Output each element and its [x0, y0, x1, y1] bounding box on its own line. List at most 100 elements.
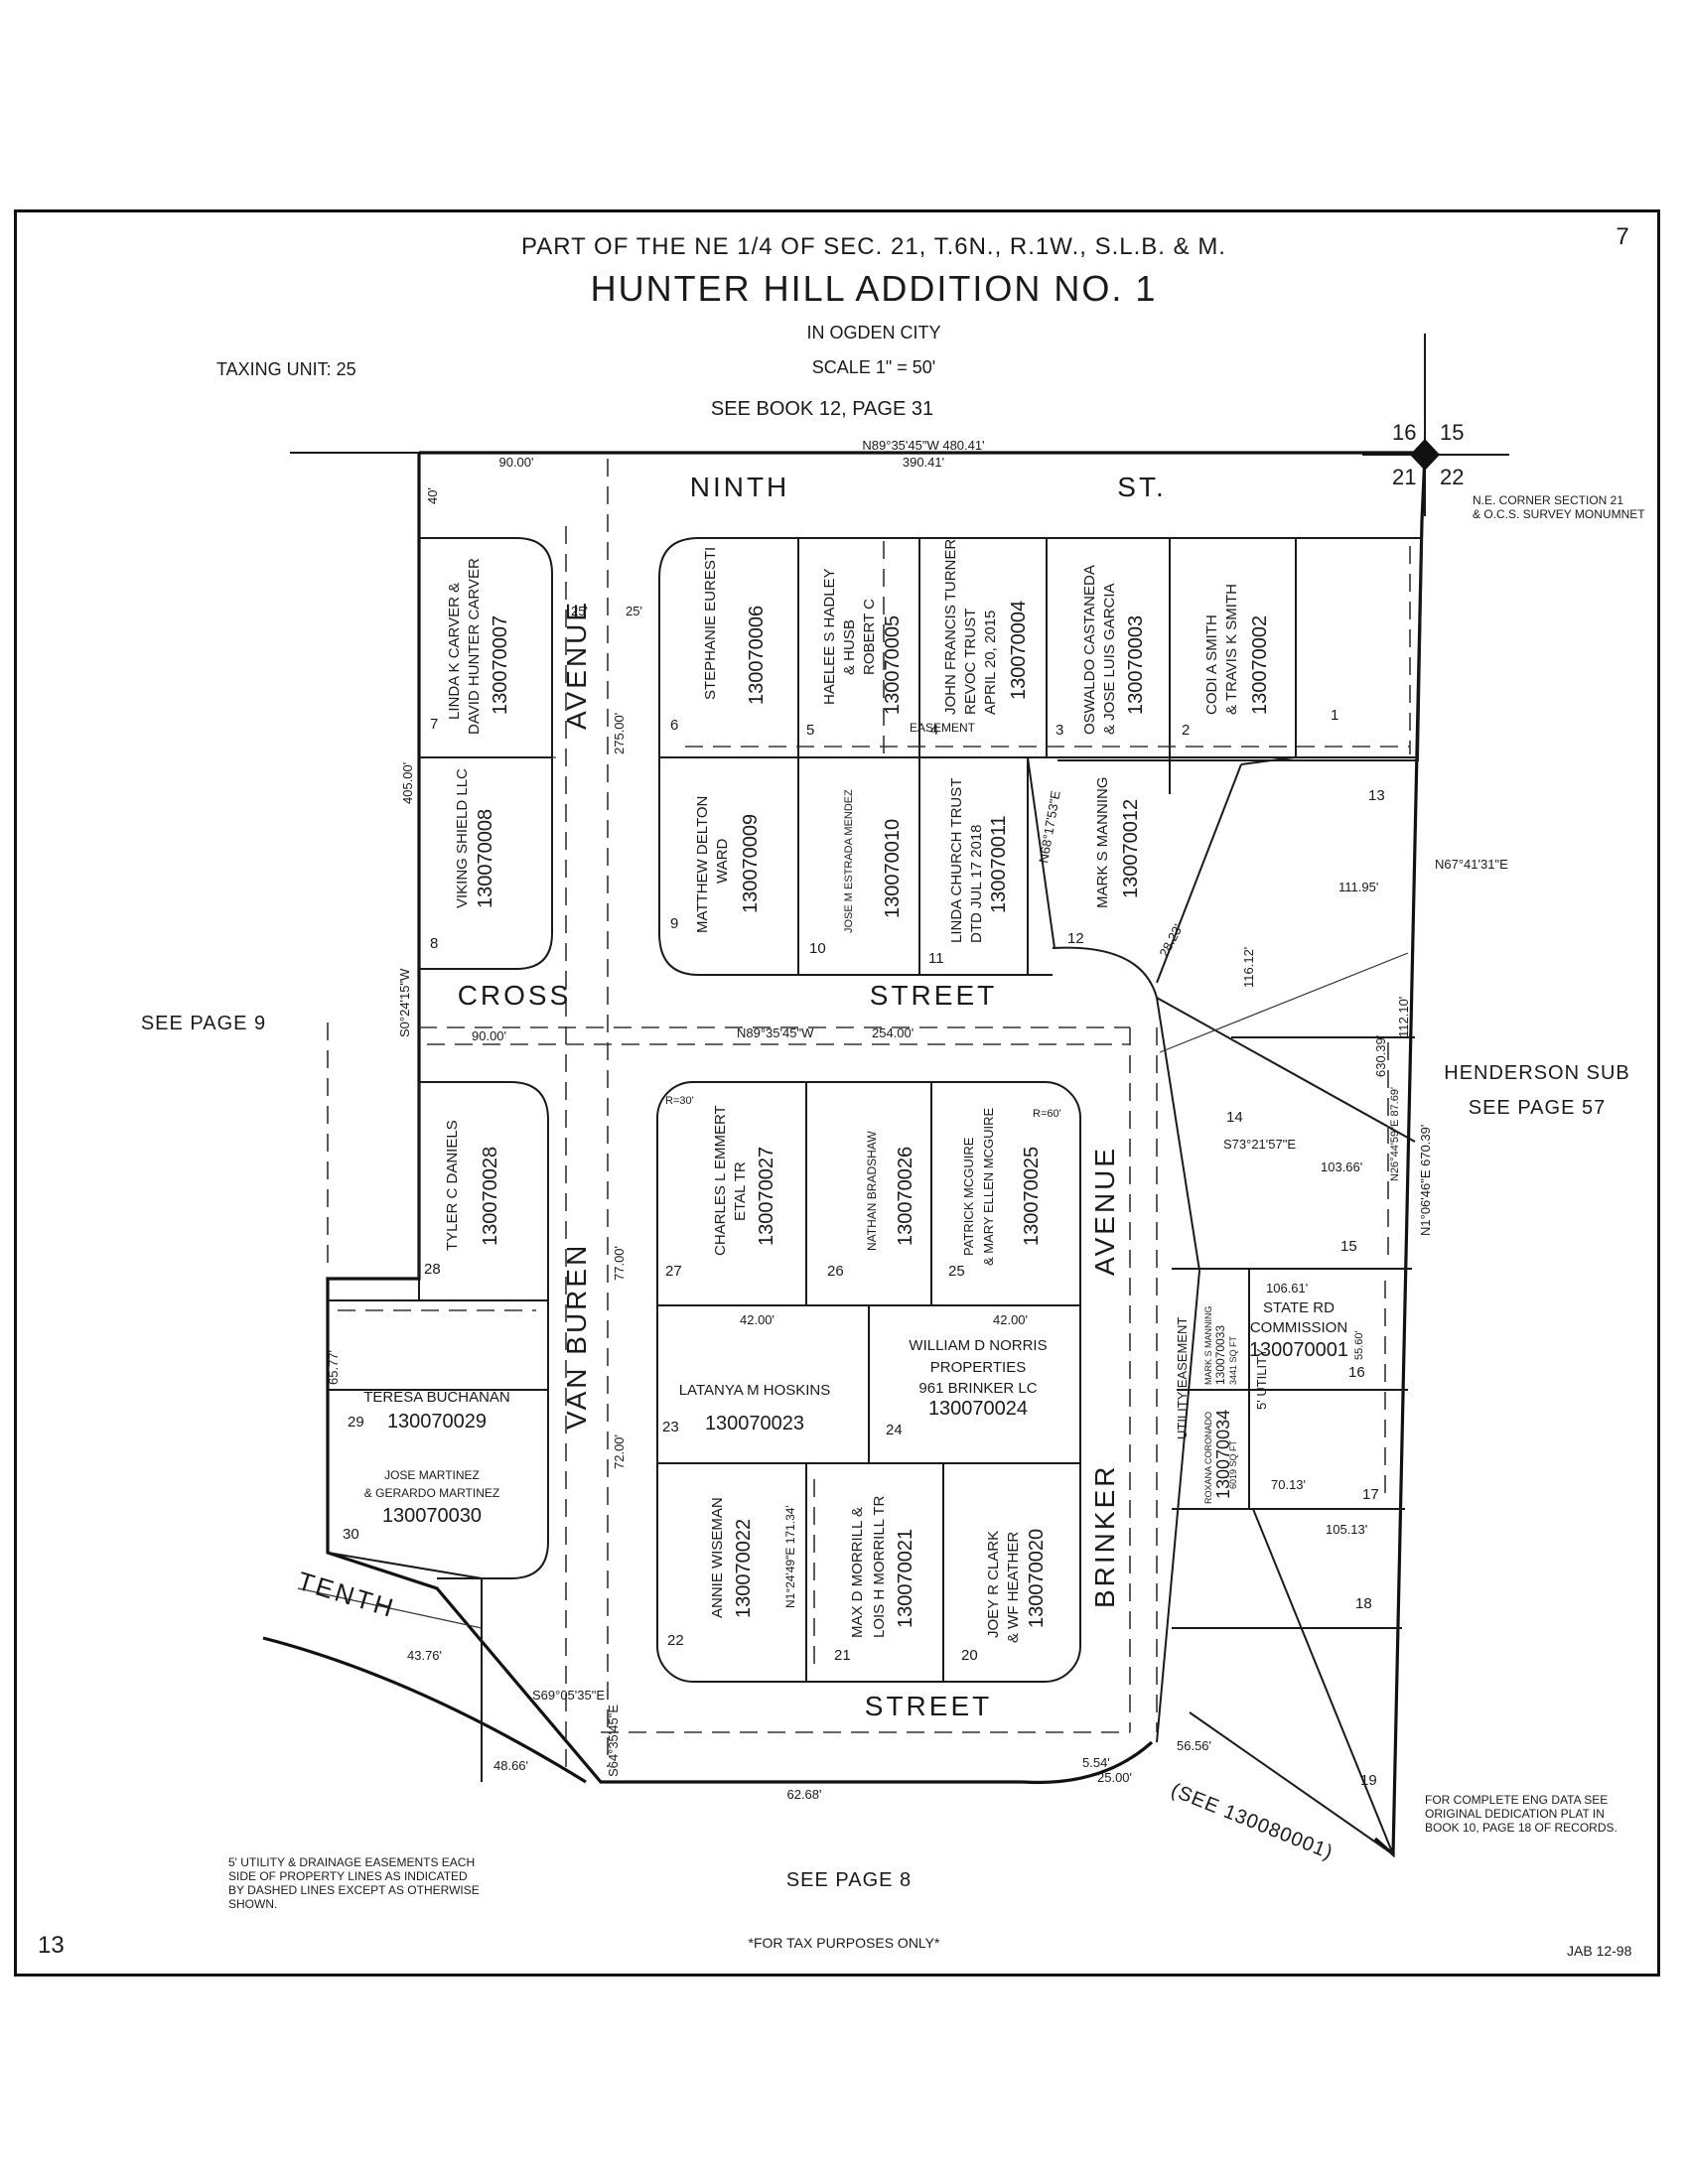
- section-16: 16: [1392, 420, 1416, 445]
- city-label: IN OGDEN CITY: [806, 323, 940, 342]
- lot-9-parcel: 130070009: [740, 814, 762, 913]
- lot-1-owner-2: & TRAVIS K SMITH: [1223, 584, 1240, 715]
- lot-25-number: 25: [948, 1263, 965, 1280]
- lot-5-parcel: 130070005: [882, 615, 904, 715]
- corner-note-1: N.E. CORNER SECTION 21: [1473, 493, 1623, 507]
- section-21: 21: [1392, 465, 1416, 489]
- plat-subtitle: PART OF THE NE 1/4 OF SEC. 21, T.6N., R.…: [521, 233, 1226, 260]
- lot-20-owner-1: JOEY R CLARK: [985, 1531, 1002, 1638]
- block-lots-28-30: [328, 1081, 549, 1579]
- lot-17-number: 17: [1362, 1486, 1379, 1503]
- lot-24-owner-2: PROPERTIES: [930, 1359, 1026, 1376]
- lot-27-number: 27: [665, 1263, 682, 1280]
- dim-25-west: 25': [571, 604, 588, 618]
- lot-24-owner-3: 961 BRINKER LC: [918, 1380, 1037, 1397]
- eng-data-note-3: BOOK 10, PAGE 18 OF RECORDS.: [1425, 1821, 1618, 1835]
- lot-11-parcel: 130070011: [988, 815, 1010, 913]
- dim-s89-bearing: 62.68': [786, 1787, 821, 1802]
- plat-title: HUNTER HILL ADDITION NO. 1: [591, 268, 1158, 309]
- dim-106-61: 106.61': [1266, 1281, 1308, 1296]
- dim-103-66: 103.66': [1321, 1160, 1362, 1174]
- dim-220-67: UTILITY EASEMENT: [1175, 1317, 1190, 1439]
- street-tenth: TENTH: [294, 1566, 399, 1623]
- street-ninth: NINTH: [690, 472, 790, 502]
- dim-n67-bearing: N67°41'31"E: [1435, 857, 1508, 872]
- lot-20-number: 20: [961, 1647, 978, 1664]
- street-avenue-brinker: AVENUE: [1089, 1146, 1120, 1276]
- lot-23-number: 23: [662, 1419, 679, 1435]
- dim-275: 275.00': [612, 713, 627, 754]
- section-22: 22: [1440, 465, 1464, 489]
- street-van-buren: VAN BUREN: [561, 1243, 592, 1430]
- lot-4-number: 4: [930, 722, 938, 739]
- dim-102-east: 42.00': [993, 1312, 1028, 1327]
- block-lots-7-8: [419, 537, 556, 970]
- lot-24-owner-1: WILLIAM D NORRIS: [909, 1337, 1047, 1354]
- dim-62-68: S69°05'35"E: [532, 1688, 605, 1703]
- dim-25-east: 25': [626, 604, 642, 618]
- lot-10-number: 10: [809, 940, 826, 957]
- dim-405: 405.00': [400, 762, 415, 804]
- dim-top-bearing: N89°35'45"W 480.41': [862, 438, 984, 453]
- street-avenue-north: AVENUE: [561, 600, 592, 730]
- lot-5-owner-1: HAELEE S HADLEY: [821, 568, 838, 705]
- lot-11-owner-1: LINDA CHURCH TRUST: [948, 778, 965, 943]
- lot-8-parcel: 130070008: [475, 809, 496, 908]
- parcel-33-owner-1: MARK S MANNING: [1203, 1305, 1213, 1385]
- dim-r20: R=30': [665, 1095, 694, 1107]
- lot-30-parcel: 130070030: [382, 1505, 482, 1527]
- lot-30-owner-1: JOSE MARTINEZ: [384, 1468, 480, 1482]
- lot-15-number: 15: [1340, 1238, 1357, 1255]
- lot-11-owner-2: DTD JUL 17 2018: [968, 824, 985, 943]
- street-cross: CROSS: [458, 980, 572, 1011]
- lot-7-number: 7: [430, 716, 438, 733]
- lot-8-number: 8: [430, 935, 438, 952]
- lot-7-parcel: 130070007: [490, 615, 511, 715]
- dim-670-39: N1°06'46"E 670.39': [1418, 1125, 1433, 1236]
- lot-18-number: 18: [1355, 1595, 1372, 1612]
- lot-21-parcel: 130070021: [895, 1529, 916, 1628]
- dim-105-13: 105.13': [1326, 1522, 1367, 1537]
- lot-24-parcel: 130070024: [928, 1398, 1028, 1420]
- dim-254: 254.00': [872, 1025, 914, 1040]
- taxing-unit-label: TAXING UNIT: 25: [216, 359, 356, 379]
- lot-8-owner-1: VIKING SHIELD LLC: [454, 768, 471, 908]
- street-centerlines: [327, 459, 1158, 1767]
- dim-111-95: 111.95': [1338, 880, 1378, 894]
- see-page-8: SEE PAGE 8: [786, 1869, 912, 1891]
- dim-99-45: 25.00': [1097, 1770, 1132, 1785]
- parcel-34-owner-2: 6019 SQ FT: [1228, 1439, 1238, 1489]
- lot-1-owner-1: CODI A SMITH: [1203, 614, 1220, 715]
- lot-9-owner-2: WARD: [714, 839, 731, 884]
- lot-6-owner-1: STEPHANIE EURESTI: [702, 547, 719, 700]
- scale-label: SCALE 1" = 50': [812, 357, 935, 377]
- lot-3-owner-1: JOHN FRANCIS TURNER: [942, 539, 959, 715]
- tax-purposes-note: *FOR TAX PURPOSES ONLY*: [749, 1935, 940, 1951]
- easement-note-3: BY DASHED LINES EXCEPT AS OTHERWISE: [228, 1883, 480, 1897]
- lot-28-owner-1: TYLER C DANIELS: [444, 1120, 461, 1251]
- parcel-34-number: 130070034: [1213, 1410, 1233, 1499]
- dim-r30: R=60': [1033, 1108, 1061, 1120]
- page-13: 13: [38, 1932, 65, 1959]
- street-brinker: BRINKER: [1089, 1464, 1120, 1608]
- lot-27-owner-1: CHARLES L EMMERT: [712, 1105, 729, 1256]
- dim-cross-90: 90.00': [472, 1028, 506, 1043]
- lot-1-number: 1: [1331, 707, 1338, 724]
- lot-22-number: 22: [667, 1632, 684, 1649]
- dim-top-90: 90.00': [498, 455, 533, 470]
- section-15: 15: [1440, 420, 1464, 445]
- dim-102: 42.00': [740, 1312, 774, 1327]
- lot-3-owner-3: APRIL 20, 2015: [982, 611, 999, 715]
- block-lots-1-12: [658, 537, 1424, 999]
- tenth-street-lines: [297, 1552, 483, 1782]
- lot-26-owner-1: NATHAN BRADSHAW: [865, 1131, 879, 1251]
- lot-2-number: 2: [1182, 722, 1190, 739]
- lot-3-parcel: 130070004: [1008, 601, 1030, 700]
- lot-6-number: 6: [670, 717, 678, 734]
- utility-easement-label: EASEMENT: [910, 721, 976, 735]
- see-page-9: SEE PAGE 9: [141, 1013, 266, 1034]
- lot-10-owner-1: JOSE M ESTRADA MENDEZ: [843, 789, 855, 933]
- dim-n5-bearing: 5' UTILITY: [1254, 1348, 1269, 1410]
- lot-6-parcel: 130070006: [746, 606, 768, 705]
